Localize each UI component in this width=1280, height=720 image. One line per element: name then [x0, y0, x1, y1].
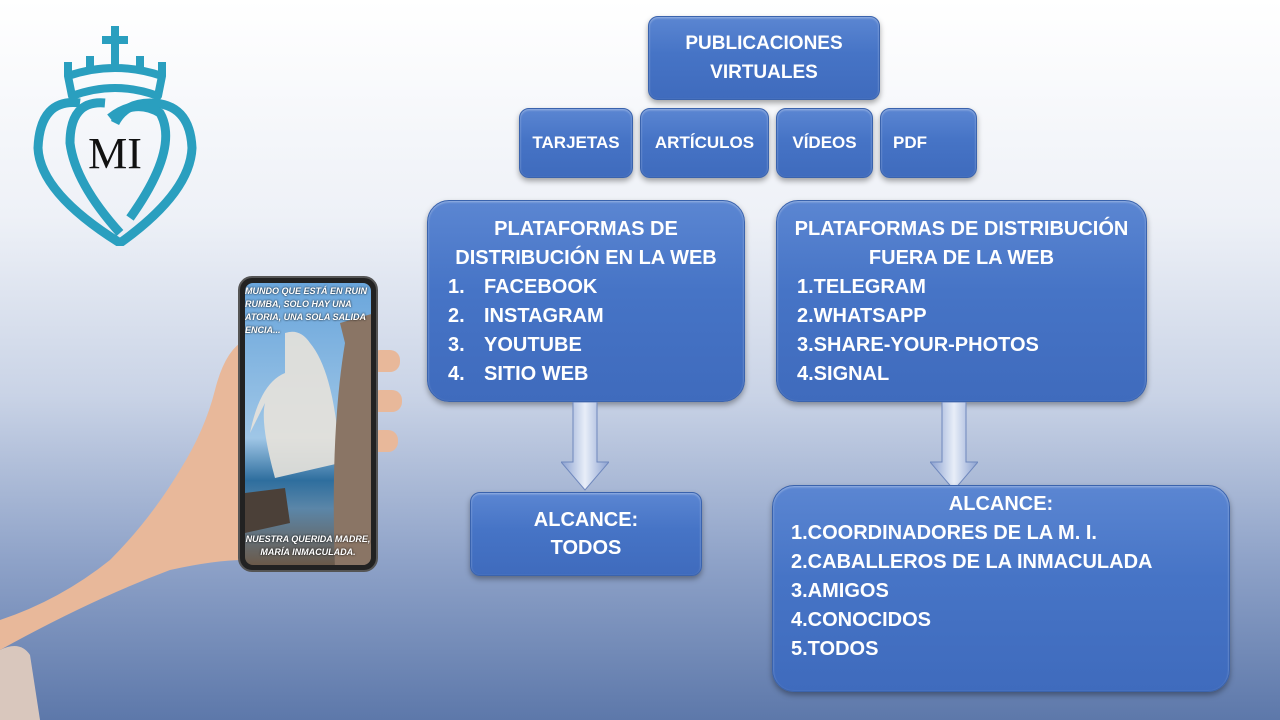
phone-text-line: MUNDO QUE ESTÁ EN RUIN [245, 286, 368, 296]
type-box-articulos: ARTÍCULOS [640, 108, 769, 178]
list-item: 2.CABALLEROS DE LA INMACULADA [791, 551, 1153, 573]
box-title: ALCANCE: [533, 509, 639, 531]
phone-text-line: ATORIA, UNA SOLA SALIDA [245, 312, 366, 322]
list-item: 5.TODOS [791, 638, 879, 660]
list-item: 3.SHARE-YOUR-PHOTOS [797, 334, 1039, 356]
type-box-tarjetas: TARJETAS [519, 108, 633, 178]
type-label: PDF [893, 133, 927, 152]
down-arrow-icon [561, 402, 609, 491]
offweb-platforms-box: PLATAFORMAS DE DISTRIBUCIÓN FUERA DE LA … [776, 200, 1147, 402]
reach-web-box: ALCANCE: TODOS [470, 492, 702, 576]
svg-text:MI: MI [88, 129, 142, 178]
box-title: ALCANCE: [948, 493, 1054, 515]
list-item: 1.FACEBOOK [448, 276, 598, 298]
mi-logo: MI [33, 26, 197, 246]
list-item: 1.TELEGRAM [797, 276, 926, 298]
type-box-videos: VÍDEOS [776, 108, 873, 178]
box-title: PLATAFORMAS DE DISTRIBUCIÓN [794, 218, 1129, 240]
list-item: 4.SITIO WEB [448, 363, 589, 385]
phone-screen-image: MUNDO QUE ESTÁ EN RUIN RUMBA, SOLO HAY U… [245, 283, 371, 565]
reach-offweb-box: ALCANCE: 1.COORDINADORES DE LA M. I. 2.C… [772, 485, 1230, 692]
box-title: PUBLICACIONES [685, 33, 843, 54]
list-item: 4.SIGNAL [797, 363, 890, 385]
down-arrow-icon [930, 402, 978, 491]
web-platforms-box: PLATAFORMAS DE DISTRIBUCIÓN EN LA WEB 1.… [427, 200, 745, 402]
box-title: VIRTUALES [710, 62, 818, 83]
phone-text-line: RUMBA, SOLO HAY UNA [245, 299, 352, 309]
hand-illustration [0, 340, 402, 720]
list-item: 3.YOUTUBE [448, 334, 582, 356]
type-label: ARTÍCULOS [654, 133, 755, 152]
list-item: 2.INSTAGRAM [448, 305, 604, 327]
list-item: 3.AMIGOS [791, 580, 889, 602]
list-item: 4.CONOCIDOS [791, 609, 932, 631]
phone-text-line: MARÍA INMACULADA. [260, 547, 356, 557]
type-label: VÍDEOS [792, 133, 857, 152]
list-item: 1.COORDINADORES DE LA M. I. [791, 522, 1097, 544]
phone-text-line: NUESTRA QUERIDA MADRE, [245, 534, 371, 544]
type-box-pdf: PDF [880, 108, 977, 178]
phone-text-line: ENCIA... [245, 325, 281, 335]
list-item: 2.WHATSAPP [797, 305, 927, 327]
box-title: PLATAFORMAS DE [494, 218, 678, 240]
box-value: TODOS [550, 537, 622, 559]
type-label: TARJETAS [532, 133, 620, 152]
phone-mockup: MUNDO QUE ESTÁ EN RUIN RUMBA, SOLO HAY U… [238, 276, 378, 572]
box-title: DISTRIBUCIÓN EN LA WEB [455, 247, 717, 269]
publicaciones-virtuales-box: PUBLICACIONES VIRTUALES [648, 16, 880, 100]
box-title: FUERA DE LA WEB [868, 247, 1055, 269]
